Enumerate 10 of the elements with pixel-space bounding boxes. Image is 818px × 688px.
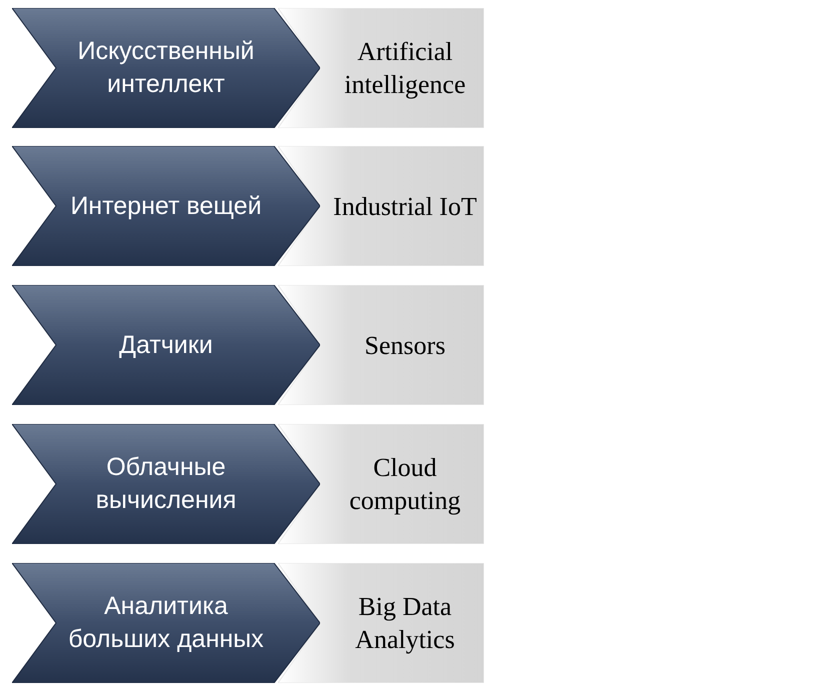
translation-label: Industrial IoT [333, 190, 477, 222]
translation-label: Cloud computing [348, 452, 462, 517]
translation-label: Sensors [364, 330, 446, 362]
category-label: Искусственный интеллект [76, 36, 256, 100]
translation-label: Artificial intelligence [343, 36, 467, 101]
category-label: Облачные вычисления [94, 452, 238, 516]
category-label: Интернет вещей [70, 190, 262, 222]
translation-label: Big Data Analytics [354, 591, 456, 656]
category-label: Аналитика больших данных [68, 591, 264, 655]
category-label: Датчики [119, 330, 213, 360]
